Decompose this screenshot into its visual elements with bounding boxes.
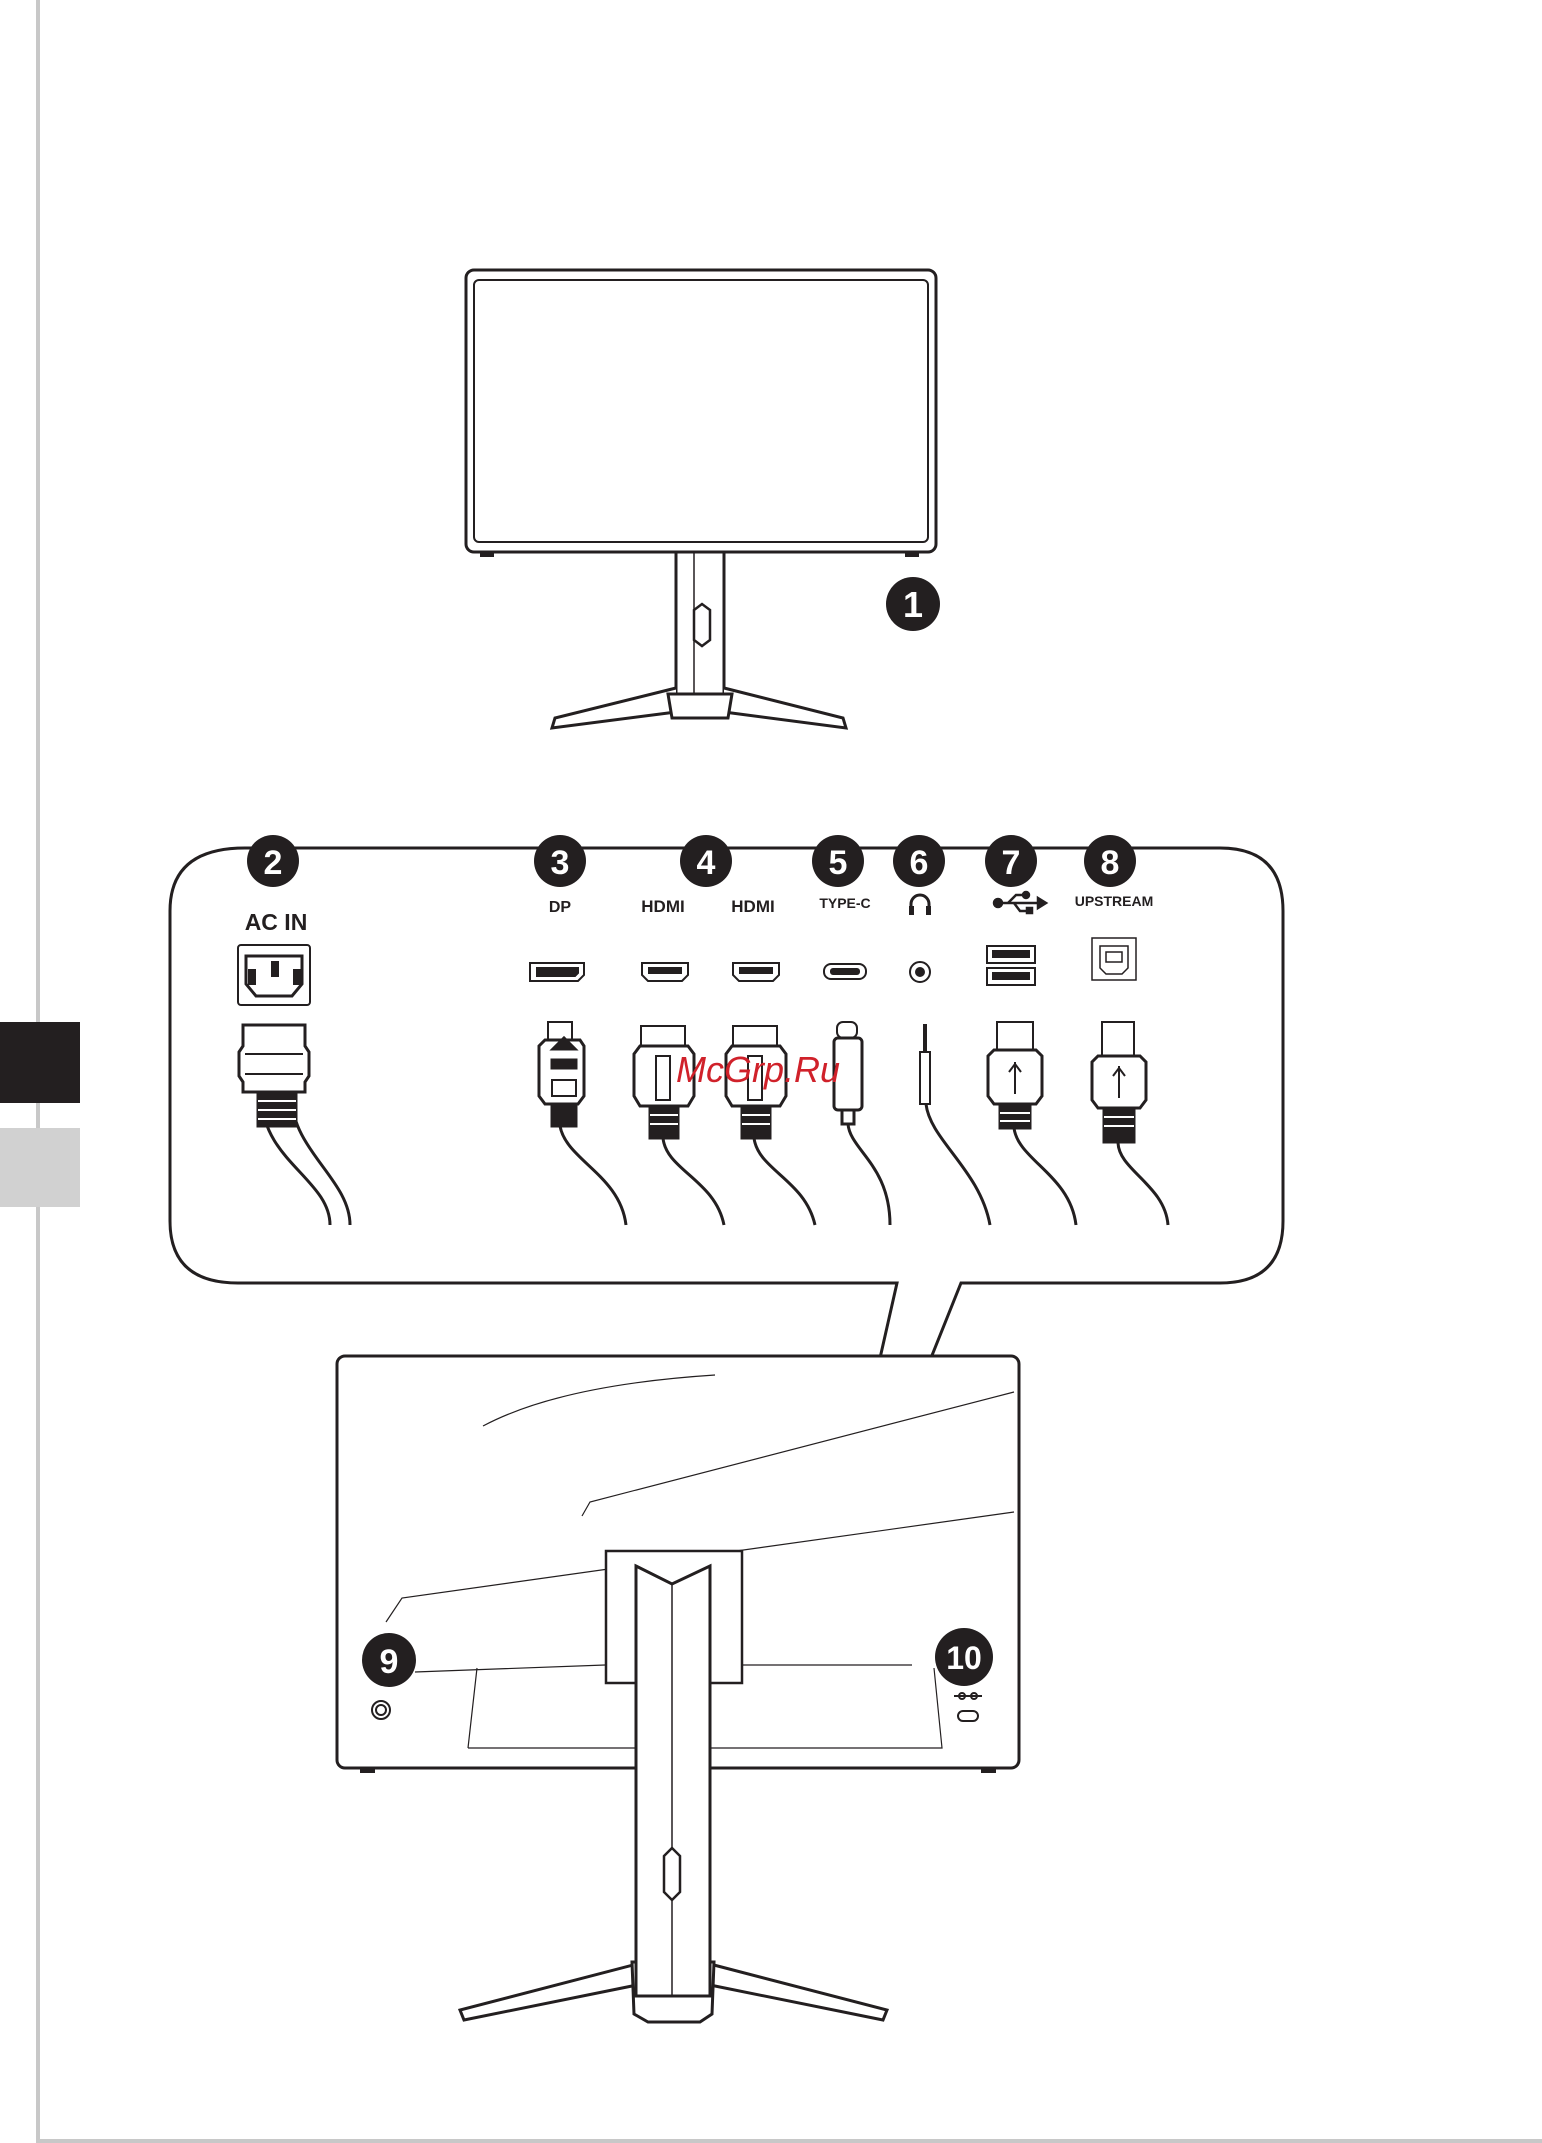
label-dp: DP [549,899,572,916]
svg-text:3: 3 [551,844,570,882]
svg-text:1: 1 [903,584,923,625]
svg-text:2: 2 [264,844,283,882]
label-hdmi-1: HDMI [641,897,684,916]
callout-7: 7 [985,835,1037,887]
svg-text:7: 7 [1002,844,1021,882]
svg-text:4: 4 [697,844,716,882]
svg-text:8: 8 [1101,844,1120,882]
label-hdmi-2: HDMI [731,897,774,916]
callout-5: 5 [812,835,864,887]
monitor-front-view [466,270,936,728]
callout-2: 2 [247,835,299,887]
callout-8: 8 [1084,835,1136,887]
svg-text:5: 5 [829,844,848,882]
label-upstream: UPSTREAM [1075,893,1154,909]
watermark-text: McGrp.Ru [676,1049,840,1090]
svg-text:10: 10 [946,1640,982,1676]
label-type-c: TYPE-C [819,895,870,911]
svg-text:6: 6 [910,844,929,882]
svg-text:9: 9 [380,1643,399,1681]
callout-1: 1 [886,577,940,631]
callout-3: 3 [534,835,586,887]
callout-4: 4 [680,835,732,887]
callout-10: 10 [935,1628,993,1686]
label-ac-in: AC IN [245,909,308,935]
callout-9: 9 [362,1633,416,1687]
callout-6: 6 [893,835,945,887]
